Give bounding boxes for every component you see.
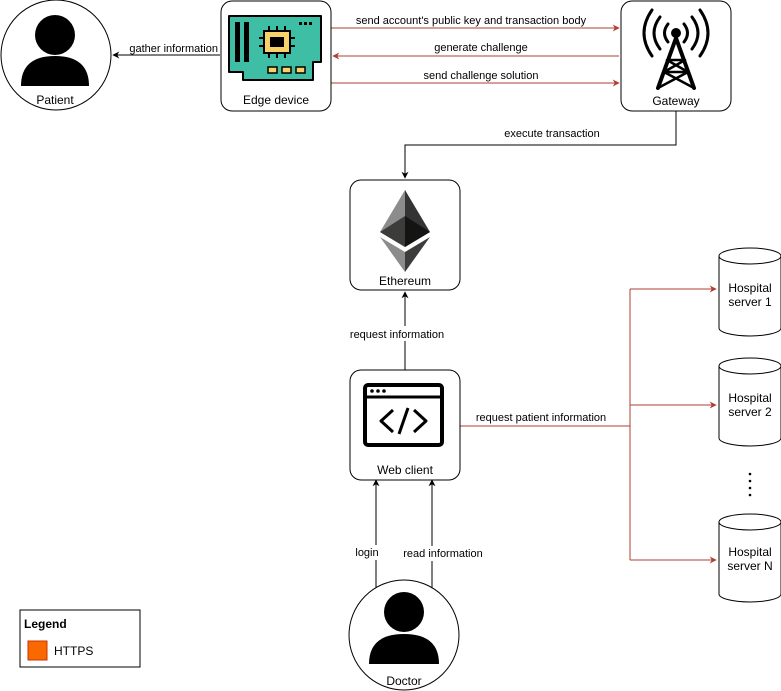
doctor-label: Doctor <box>386 674 421 688</box>
patient-node: Patient <box>0 0 112 111</box>
ethereum-icon <box>380 190 430 272</box>
edge-label-request-patient-information: request patient information <box>476 412 606 424</box>
database-cylinder-icon <box>718 247 781 337</box>
hospital-server-2: Hospital server 2 <box>718 357 781 447</box>
hospital-server-1-label-line2: server 1 <box>728 295 772 309</box>
legend-https-label: HTTPS <box>54 644 93 658</box>
edge-generate-challenge: generate challenge <box>332 42 619 60</box>
edge-label-generate-challenge: generate challenge <box>434 42 528 54</box>
edge-label-read-information: read information <box>403 548 483 560</box>
web-client-label: Web client <box>377 463 433 477</box>
edge-label-execute-transaction: execute transaction <box>504 128 599 140</box>
edge-request-patient-information: request patient information <box>460 285 717 564</box>
person-icon <box>369 592 439 664</box>
doctor-node: Doctor <box>348 579 460 691</box>
edge-request-information: request information <box>347 291 449 370</box>
edge-label-send-public-key: send account's public key and transactio… <box>356 15 587 27</box>
antenna-tower-icon <box>642 8 710 90</box>
legend-title: Legend <box>24 617 67 631</box>
ethereum-label: Ethereum <box>379 274 431 288</box>
hospital-server-n: Hospital server N <box>718 513 781 603</box>
edge-label-send-challenge-solution: send challenge solution <box>424 70 539 82</box>
hospital-server-n-label-line2: server N <box>727 559 772 573</box>
gateway-label: Gateway <box>652 94 699 108</box>
edge-send-challenge-solution: send challenge solution <box>331 70 620 87</box>
edge-send-public-key: send account's public key and transactio… <box>331 15 620 32</box>
legend: Legend HTTPS <box>19 609 141 668</box>
database-cylinder-icon <box>718 513 781 603</box>
circuit-board-icon <box>228 15 322 81</box>
patient-label: Patient <box>36 93 74 107</box>
ethereum-node: Ethereum <box>349 179 461 291</box>
edge-execute-transaction: execute transaction <box>401 111 677 179</box>
hospital-server-1-label-line1: Hospital <box>728 281 771 295</box>
hospital-server-2-label-line1: Hospital <box>728 391 771 405</box>
edge-label-login: login <box>355 547 378 559</box>
hospital-server-n-label-line1: Hospital <box>728 545 771 559</box>
legend-https-swatch <box>27 640 48 661</box>
edge-label-gather-information: gather information <box>129 43 218 55</box>
edge-login: login <box>354 479 382 592</box>
hospital-server-2-label-line2: server 2 <box>728 405 772 419</box>
web-client-node: Web client <box>349 369 461 481</box>
hospital-server-1: Hospital server 1 <box>718 247 781 337</box>
edge-gather-information: gather information <box>112 43 220 59</box>
edge-label-request-information: request information <box>350 329 444 341</box>
edge-device-node: Edge device <box>220 0 332 112</box>
person-icon <box>21 15 89 86</box>
edge-device-label: Edge device <box>243 93 309 107</box>
gateway-node: Gateway <box>620 0 732 112</box>
code-window-icon <box>363 383 444 447</box>
database-cylinder-icon <box>718 357 781 447</box>
vertical-ellipsis <box>748 472 752 497</box>
edge-read-information: read information <box>402 479 486 592</box>
